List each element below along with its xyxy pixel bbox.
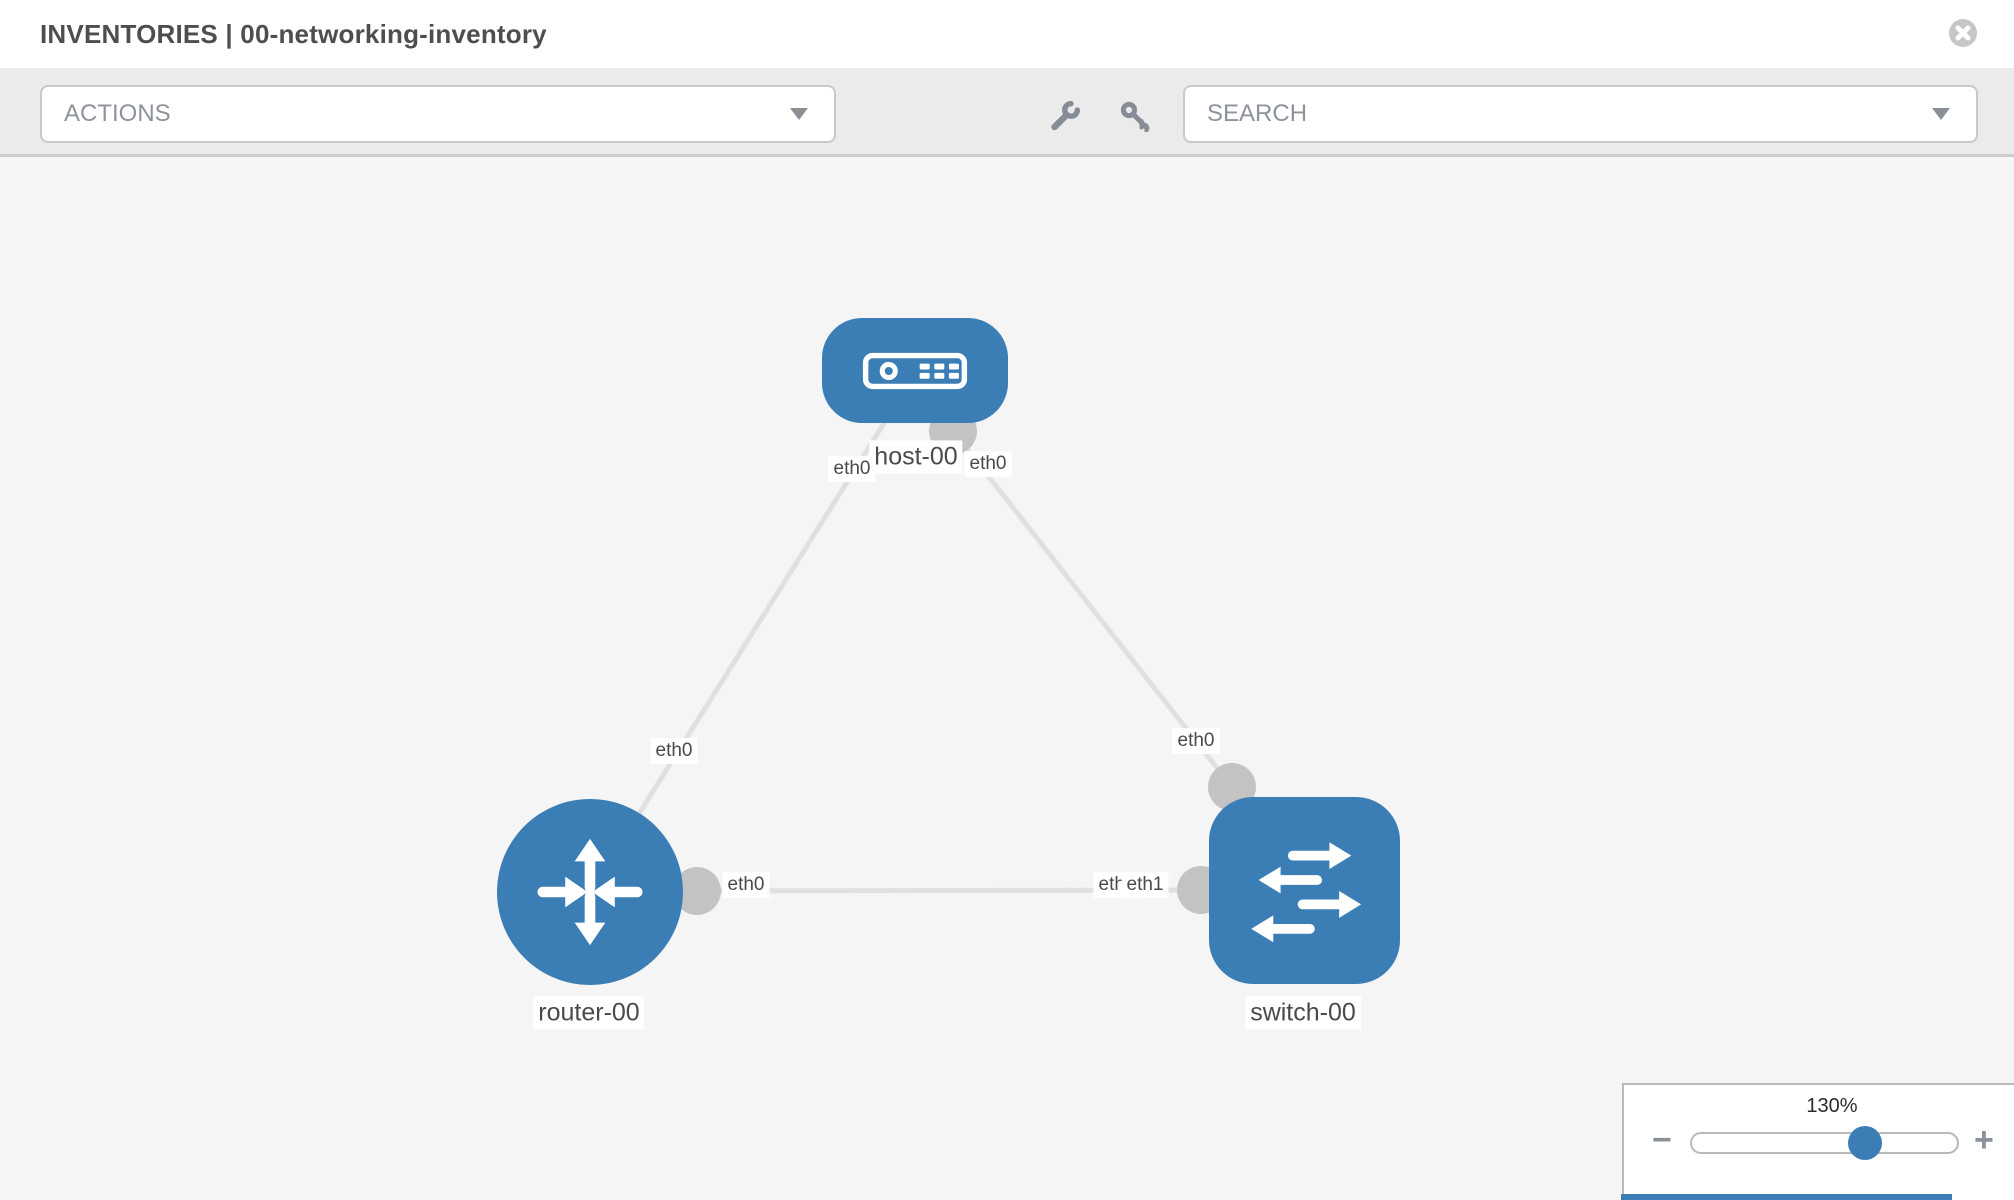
node-label-host: host-00 bbox=[869, 440, 963, 474]
page-title: INVENTORIES | 00-networking-inventory bbox=[40, 18, 547, 49]
interface-label-host-left: eth0 bbox=[828, 456, 876, 482]
topology-canvas[interactable]: host-00 eth0 eth0 eth0 eth0 eth0 eth0 et… bbox=[0, 157, 2014, 1200]
interface-label-switch-eth1: eth1 bbox=[1121, 872, 1169, 898]
actions-dropdown-label: ACTIONS bbox=[64, 100, 171, 127]
wrench-icon[interactable] bbox=[1049, 100, 1081, 132]
topology-links bbox=[587, 370, 1304, 915]
node-label-switch: switch-00 bbox=[1245, 996, 1361, 1030]
host-icon bbox=[862, 352, 968, 389]
interface-label-host-router: eth0 bbox=[650, 738, 698, 764]
toolbar: ACTIONS SEARCH bbox=[0, 68, 2014, 157]
interface-label-router-eth0: eth0 bbox=[722, 872, 770, 898]
zoom-level: 130% bbox=[1806, 1095, 1858, 1117]
interface-connector-router[interactable] bbox=[673, 867, 721, 915]
header: INVENTORIES | 00-networking-inventory bbox=[0, 0, 2014, 68]
switch-icon bbox=[1250, 841, 1361, 942]
close-icon bbox=[1949, 19, 1977, 47]
zoom-slider-thumb[interactable] bbox=[1848, 1126, 1882, 1160]
chevron-down-icon bbox=[790, 108, 808, 120]
link-host-switch[interactable] bbox=[951, 429, 1234, 789]
chevron-down-icon bbox=[1932, 108, 1950, 120]
node-router-00[interactable] bbox=[497, 799, 683, 985]
search-dropdown[interactable]: SEARCH bbox=[1183, 85, 1978, 143]
zoom-in-button[interactable]: + bbox=[1974, 1121, 1994, 1159]
zoom-out-button[interactable]: − bbox=[1652, 1121, 1672, 1159]
key-icon[interactable] bbox=[1119, 100, 1151, 134]
actions-dropdown[interactable]: ACTIONS bbox=[40, 85, 836, 143]
interface-label-host-switch: eth0 bbox=[1172, 728, 1220, 754]
node-switch-00[interactable] bbox=[1209, 797, 1400, 984]
node-label-router: router-00 bbox=[533, 996, 645, 1030]
zoom-panel: 130% − + bbox=[1622, 1083, 2014, 1200]
close-button[interactable] bbox=[1948, 18, 1978, 48]
node-host-00[interactable] bbox=[822, 318, 1008, 423]
interface-label-host-right: eth0 bbox=[964, 451, 1012, 477]
search-dropdown-label: SEARCH bbox=[1207, 100, 1308, 127]
zoom-slider[interactable] bbox=[1690, 1126, 1959, 1160]
router-icon bbox=[537, 838, 643, 946]
bottom-accent-strip bbox=[1621, 1194, 1952, 1200]
